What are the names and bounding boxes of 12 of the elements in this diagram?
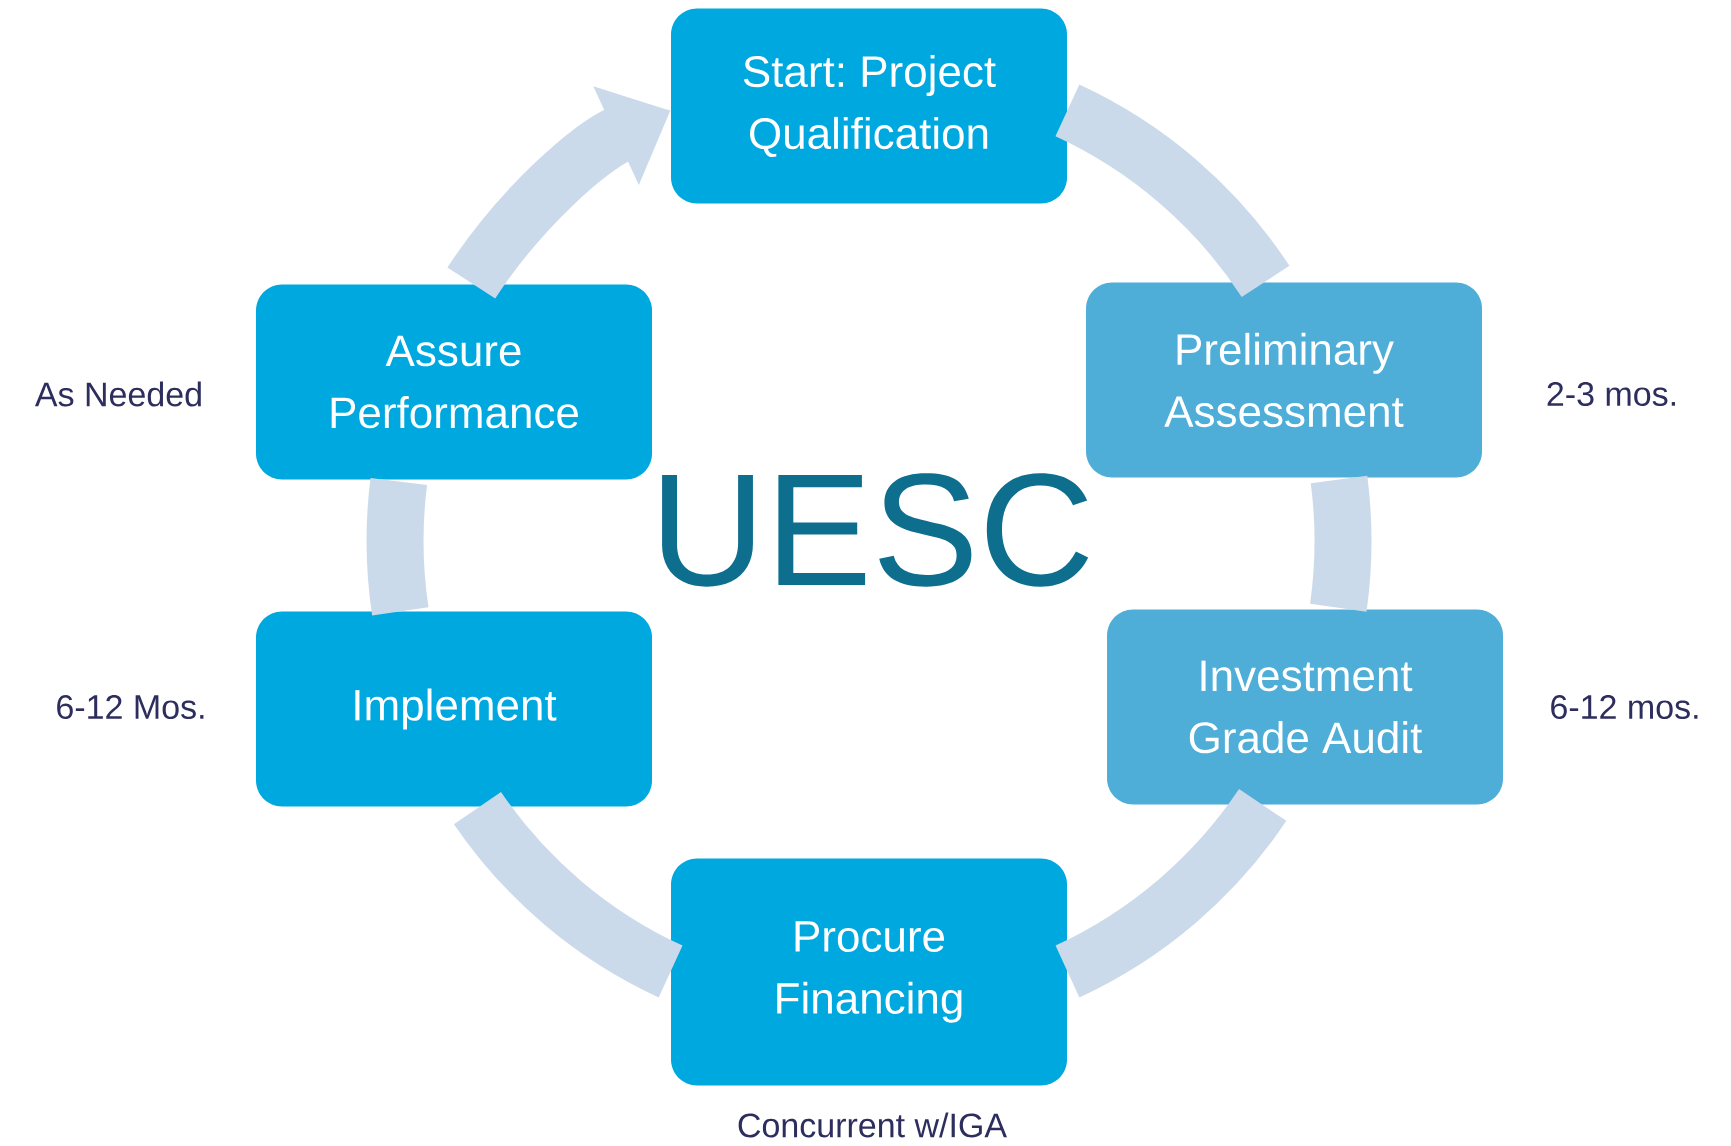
duration-label: 2-3 mos. [1547, 381, 1675, 406]
process-box: Preliminary Assessment [1086, 282, 1482, 478]
process-box: Start: Project Qualification [671, 8, 1067, 204]
process-box: Investment Grade Audit [1107, 609, 1503, 805]
duration-label: 6-12 mos. [1551, 694, 1698, 720]
duration-label: Concurrent w/IGA [738, 1112, 1007, 1138]
process-box: Implement [256, 611, 652, 807]
duration-label: As Needed [34, 381, 201, 407]
process-box: Assure Performance [256, 284, 652, 480]
center-title: UESC [662, 473, 1089, 587]
process-box: Procure Financing [671, 858, 1067, 1086]
duration-label: 6-12 Mos. [57, 694, 204, 720]
